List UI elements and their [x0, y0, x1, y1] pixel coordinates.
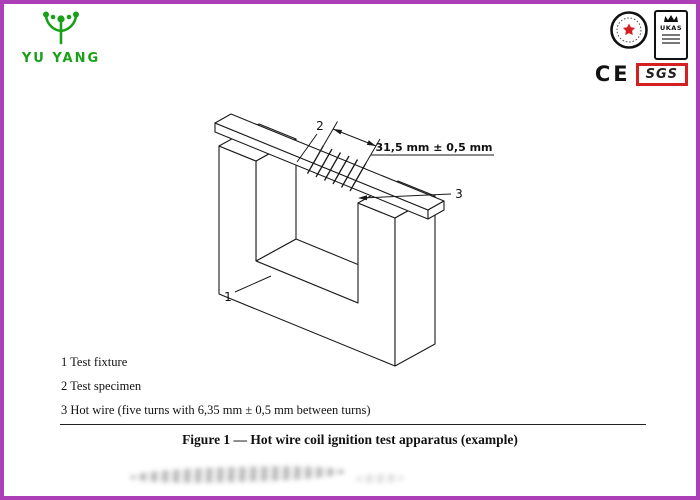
part-label-specimen: 2 — [316, 119, 324, 133]
part-label-hot-wire: 3 — [455, 187, 463, 201]
dimension-extension-line — [365, 138, 381, 164]
test-specimen-drawing — [214, 113, 445, 220]
legend-item: 3 Hot wire (five turns with 6,35 mm ± 0,… — [61, 403, 371, 417]
part-label-fixture: 1 — [224, 290, 232, 304]
dimension-arrowhead — [366, 140, 376, 146]
figure-legend: 1 Test fixture 2 Test specimen 3 Hot wir… — [61, 355, 371, 427]
dimension-text: 31,5 mm ± 0,5 mm — [375, 141, 492, 154]
ukas-badge-label: UKAS — [659, 24, 683, 32]
leader-line-hot-wire — [366, 193, 452, 199]
certification-badges: UKAS CE SGS — [584, 10, 688, 86]
legend-item: 2 Test specimen — [61, 379, 142, 393]
legend-item: 1 Test fixture — [61, 355, 128, 369]
dimension-annotation: 31,5 mm ± 0,5 mm — [323, 121, 494, 164]
ukas-badge-detail — [662, 34, 680, 36]
leader-line-fixture — [234, 275, 272, 293]
certification-seal-icon — [610, 11, 648, 49]
sgs-logo: SGS — [635, 63, 688, 86]
figure-caption: Figure 1 — Hot wire coil ignition test a… — [182, 432, 518, 447]
hot-wire-coil-drawing — [306, 145, 367, 192]
ce-mark: CE — [594, 62, 631, 86]
dimension-arrowhead — [333, 129, 342, 135]
badge-row-bottom: CE SGS — [584, 63, 688, 86]
specimen-end-face — [427, 200, 445, 220]
ukas-badge-detail — [662, 42, 680, 44]
figure-diagram: 31,5 mm ± 0,5 mm 1 2 3 — [214, 113, 494, 367]
caption-divider — [60, 424, 646, 425]
plant-logo-icon — [43, 11, 79, 45]
part-leader-lines: 1 2 3 — [224, 119, 463, 304]
brand-logo: YU YANG — [14, 9, 108, 66]
leader-line-specimen — [296, 133, 318, 163]
crown-icon — [664, 15, 678, 22]
leader-arrowhead — [358, 195, 367, 201]
fixture-right-side-face — [394, 195, 436, 367]
badge-row-top: UKAS — [584, 10, 688, 60]
ukas-badge-detail — [662, 38, 680, 40]
dimension-extension-line — [323, 121, 338, 146]
brand-logo-text: YU YANG — [21, 51, 101, 66]
ukas-badge: UKAS — [654, 10, 688, 60]
